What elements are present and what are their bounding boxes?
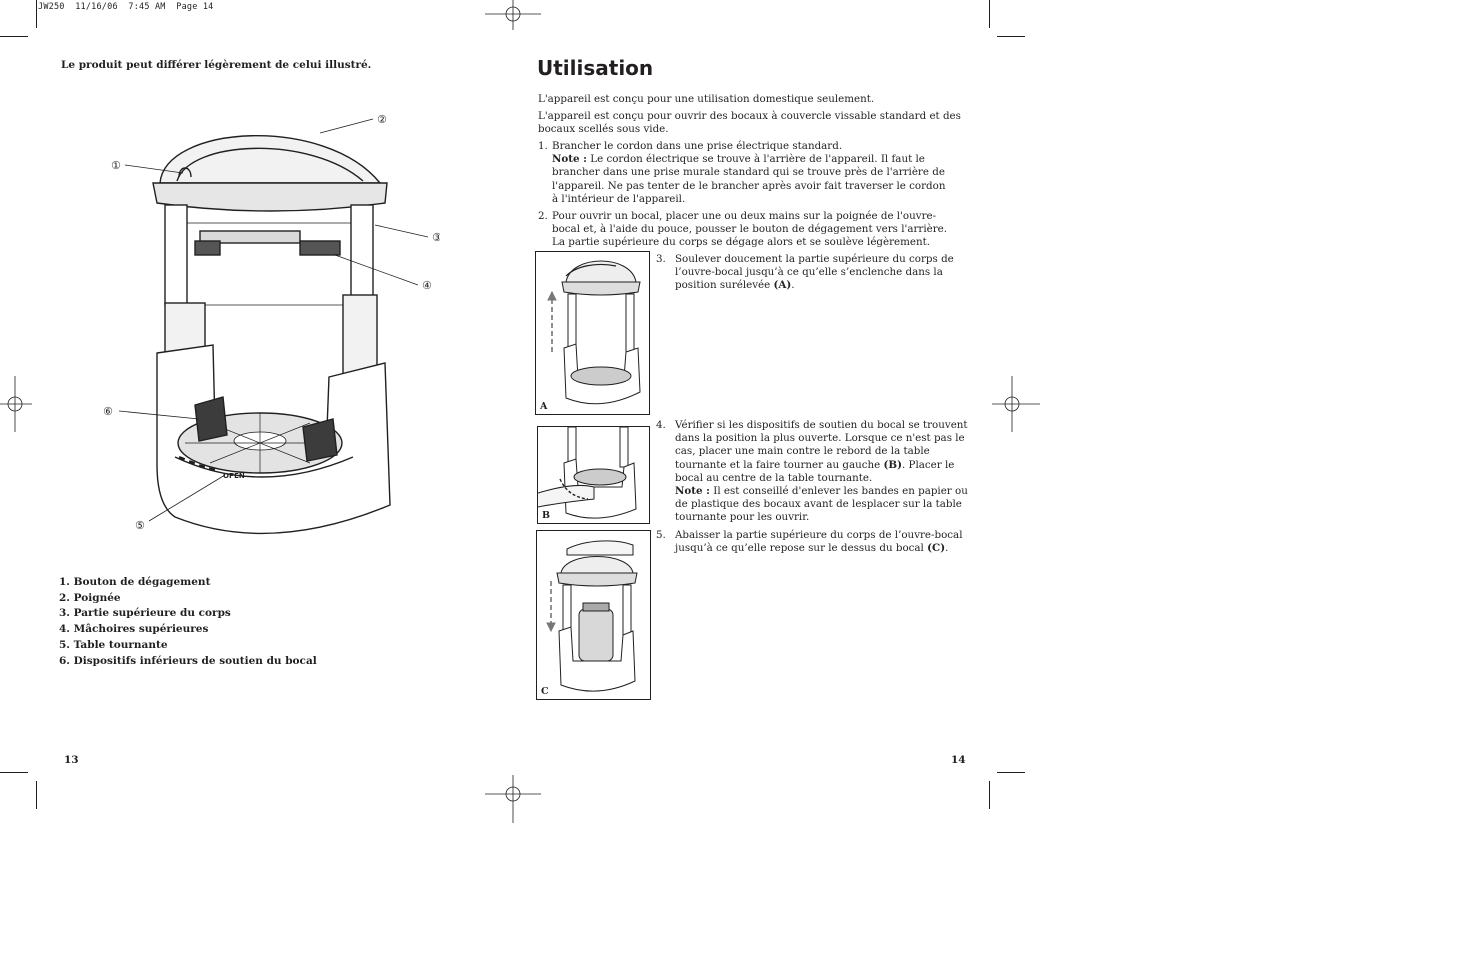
figure-ref: (A) (773, 279, 792, 292)
step-5: 5. Abaisser la partie supérieure du corp… (656, 529, 972, 555)
list-item: 1. Bouton de dégagement (59, 576, 211, 588)
figure-c: C (536, 530, 651, 700)
registration-mark-icon (984, 376, 1040, 432)
registration-mark-icon (0, 376, 56, 432)
figure-a: A (535, 251, 650, 415)
callout-2: ② (377, 113, 387, 126)
step-text: Pour ouvrir un bocal, placer une ou deux… (552, 210, 948, 249)
step-end: . (791, 279, 795, 292)
step-2: 2. Pour ouvrir un bocal, placer une ou d… (538, 210, 950, 250)
step-number: 4. (656, 419, 666, 431)
callout-1: ① (111, 159, 121, 172)
intro-paragraph: L'appareil est conçu pour une utilisatio… (538, 93, 875, 105)
crop-mark (989, 781, 990, 809)
step-1: 1. Brancher le cordon dans une prise éle… (538, 140, 950, 206)
crop-mark (997, 36, 1025, 37)
crop-mark (36, 0, 37, 28)
figure-letter: B (542, 510, 551, 521)
callout-4: ④ (422, 279, 432, 292)
list-item: 3. Partie supérieure du corps (59, 607, 231, 620)
print-slug: JW250 11/16/06 7:45 AM Page 14 (38, 2, 214, 12)
registration-mark-icon (485, 0, 541, 56)
figure-ref: (B) (883, 458, 902, 471)
section-title: Utilisation (537, 56, 654, 80)
step-text: Brancher le cordon dans une prise électr… (552, 140, 843, 152)
intro-paragraph: L'appareil est conçu pour ouvrir des boc… (538, 110, 961, 136)
step-text: Soulever doucement la partie supérieure … (675, 253, 954, 292)
parts-list: 1. Bouton de dégagement 2. Poignée 3. Pa… (59, 575, 317, 669)
step-3: 3. Soulever doucement la partie supérieu… (656, 253, 958, 293)
note-label: Note : (552, 153, 587, 166)
disclaimer-text: Le produit peut différer légèrement de c… (61, 59, 372, 71)
step-text-after: . Placer le bocal au centre de la table … (675, 458, 955, 484)
callout-5: ⑤ (135, 519, 145, 532)
step-number: 2. (538, 210, 548, 222)
figure-letter: A (540, 401, 548, 412)
crop-mark (997, 772, 1025, 773)
page-number: 14 (951, 754, 966, 766)
list-item: 6. Dispositifs inférieurs de soutien du … (59, 654, 317, 667)
figure-letter: C (541, 686, 549, 697)
crop-mark (36, 781, 37, 809)
step-number: 3. (656, 253, 666, 265)
note-text: Le cordon électrique se trouve à l'arriè… (552, 153, 946, 205)
crop-mark (0, 36, 28, 37)
note-text: Il est conseillé d'enlever les bandes en… (675, 485, 968, 524)
note-label: Note : (675, 485, 710, 498)
step-number: 5. (656, 529, 666, 541)
callout-6: ⑥ (103, 405, 113, 418)
step-end: . (945, 542, 949, 555)
page-number: 13 (64, 754, 79, 766)
list-item: 4. Mâchoires supérieures (59, 623, 209, 636)
crop-mark (0, 772, 28, 773)
figure-ref: (C) (927, 542, 946, 555)
registration-mark-icon (485, 767, 541, 823)
figure-b: B (537, 426, 650, 524)
jar-opener-illustration: OPEN ① ② ③ ④ ⑤ ⑥ (95, 105, 440, 555)
list-item: 2. Poignée (59, 591, 121, 604)
step-4: 4. Vérifier si les dispositifs de soutie… (656, 419, 972, 525)
list-item: 5. Table tournante (59, 638, 168, 651)
open-label: OPEN (223, 472, 245, 480)
step-text: Vérifier si les dispositifs de soutien d… (675, 419, 968, 471)
step-number: 1. (538, 140, 548, 152)
callout-3: ③ (432, 231, 440, 244)
crop-mark (989, 0, 990, 28)
step-text: Abaisser la partie supérieure du corps d… (675, 529, 963, 555)
